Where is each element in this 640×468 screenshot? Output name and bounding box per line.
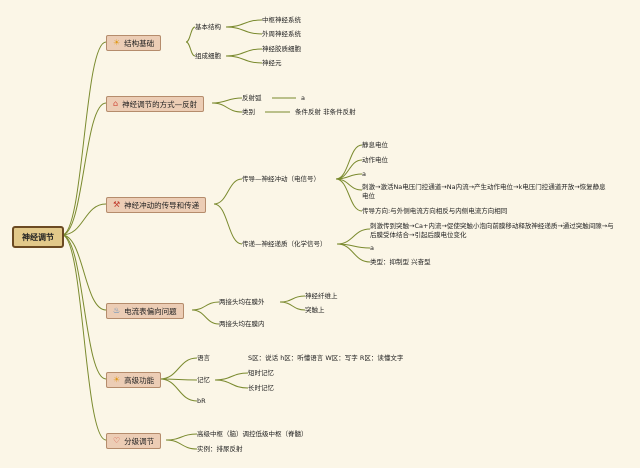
connector-line xyxy=(61,234,107,380)
connector-line xyxy=(225,48,263,57)
connector-line xyxy=(225,26,263,35)
leaf-transmitter-types: 类型：抑制型 兴奋型 xyxy=(370,258,431,266)
branch-ammeter-deflection[interactable]: ♨ 电流表偏向问题 xyxy=(106,303,184,319)
connector-line xyxy=(61,234,107,311)
connector-line xyxy=(214,379,249,389)
leaf-neuron: 神经元 xyxy=(262,59,282,67)
leaf-cells: 组成细胞 xyxy=(195,52,221,60)
connector-line xyxy=(185,26,196,43)
root-node-neural-regulation[interactable]: 神经调节 xyxy=(12,226,64,248)
leaf-reflex-types: 条件反射 非条件反射 xyxy=(295,108,356,116)
branch-structure-basis[interactable]: ☀ 结构基础 xyxy=(106,35,162,51)
connector-line xyxy=(213,203,243,245)
connector-line xyxy=(159,378,198,402)
leaf-resting-potential: 静息电位 xyxy=(362,141,388,149)
connector-line xyxy=(185,41,196,57)
leaf-conduction: 传导—神经冲动（电信号） xyxy=(242,175,320,183)
connector-line xyxy=(61,203,107,236)
tools-icon: ⚒ xyxy=(113,200,121,209)
branch-conduction-transmission[interactable]: ⚒ 神经冲动的传导和传递 xyxy=(106,197,207,213)
branch-reflex[interactable]: ⌂ 神经调节的方式—反射 xyxy=(106,96,205,112)
branch-advanced-functions[interactable]: ☀ 高级功能 xyxy=(106,372,162,388)
connector-line xyxy=(165,433,198,441)
connector-line xyxy=(279,301,306,311)
leaf-br: bR xyxy=(197,397,206,405)
leaf-category: 类别 xyxy=(242,108,255,116)
connector-line xyxy=(213,178,243,205)
connector-line xyxy=(191,301,220,311)
leaf-glial: 神经胶质细胞 xyxy=(262,45,301,53)
leaf-transmission: 传递—神经递质（化学信号） xyxy=(242,240,327,248)
connector-line xyxy=(225,19,263,28)
leaf-urination-reflex: 实例：排尿反射 xyxy=(197,445,243,453)
connector-line xyxy=(336,243,371,263)
connector-line xyxy=(159,357,198,380)
leaf-language: 语言 xyxy=(197,354,210,362)
connector-line xyxy=(61,41,107,236)
connector-line xyxy=(211,97,243,104)
leaf-higher-center: 高级中枢（脑）调控低级中枢（脊髓） xyxy=(197,430,308,438)
leaf-long-term-memory: 长时记忆 xyxy=(248,384,274,392)
connector-line xyxy=(61,234,107,441)
leaf-reflex-arc-a: a xyxy=(301,94,305,102)
heart-icon: ♡ xyxy=(113,436,121,445)
connector-line xyxy=(279,295,306,303)
leaf-transmission-a: a xyxy=(370,244,374,252)
leaf-cns: 中枢神经系统 xyxy=(262,16,301,24)
connector-line xyxy=(165,439,198,450)
leaf-nerve-fiber: 神经纤维上 xyxy=(305,292,338,300)
connector-line xyxy=(211,102,243,113)
connector-line xyxy=(335,178,363,212)
connector-line xyxy=(214,372,249,381)
leaf-conduction-process: 刺激→激活Na电压门控通道→Na内流→产生动作电位→k电压门控通道开放→恢复静息… xyxy=(362,183,606,200)
leaf-action-potential: 动作电位 xyxy=(362,156,388,164)
leaf-reflex-arc: 反射弧 xyxy=(242,94,262,102)
leaf-pns: 外周神经系统 xyxy=(262,30,301,38)
leaf-transmission-process: 刺激传到突触→Ca+内流→促使突触小泡向前膜移动释放神经递质→通过突触间隙→与后… xyxy=(370,222,614,239)
connector-line xyxy=(191,309,220,325)
connector-line xyxy=(336,228,371,245)
branch-hierarchical-regulation[interactable]: ♡ 分级调节 xyxy=(106,433,162,449)
connector-line xyxy=(335,144,363,180)
sun-icon: ☀ xyxy=(113,375,121,384)
flame-icon: ♨ xyxy=(113,306,121,315)
house-icon: ⌂ xyxy=(113,99,119,108)
leaf-short-term-memory: 短时记忆 xyxy=(248,369,274,377)
sun-icon: ☀ xyxy=(113,38,121,47)
leaf-inside-membrane: 两接头均在膜内 xyxy=(219,320,265,328)
leaf-conduction-a: a xyxy=(362,170,366,178)
connector-line xyxy=(61,102,107,236)
leaf-conduction-direction: 传导方向:与外侧电流方向相反与内侧电流方向相同 xyxy=(362,207,508,215)
leaf-synapse: 突触上 xyxy=(305,306,325,314)
leaf-outside-membrane: 两接头均在膜外 xyxy=(219,298,265,306)
leaf-memory: 记忆 xyxy=(197,376,210,384)
leaf-language-areas: S区：说话 h区：听懂语言 W区：写字 R区：读懂文字 xyxy=(248,354,404,362)
connector-line xyxy=(225,55,263,64)
leaf-basic-structure: 基本结构 xyxy=(195,23,221,31)
